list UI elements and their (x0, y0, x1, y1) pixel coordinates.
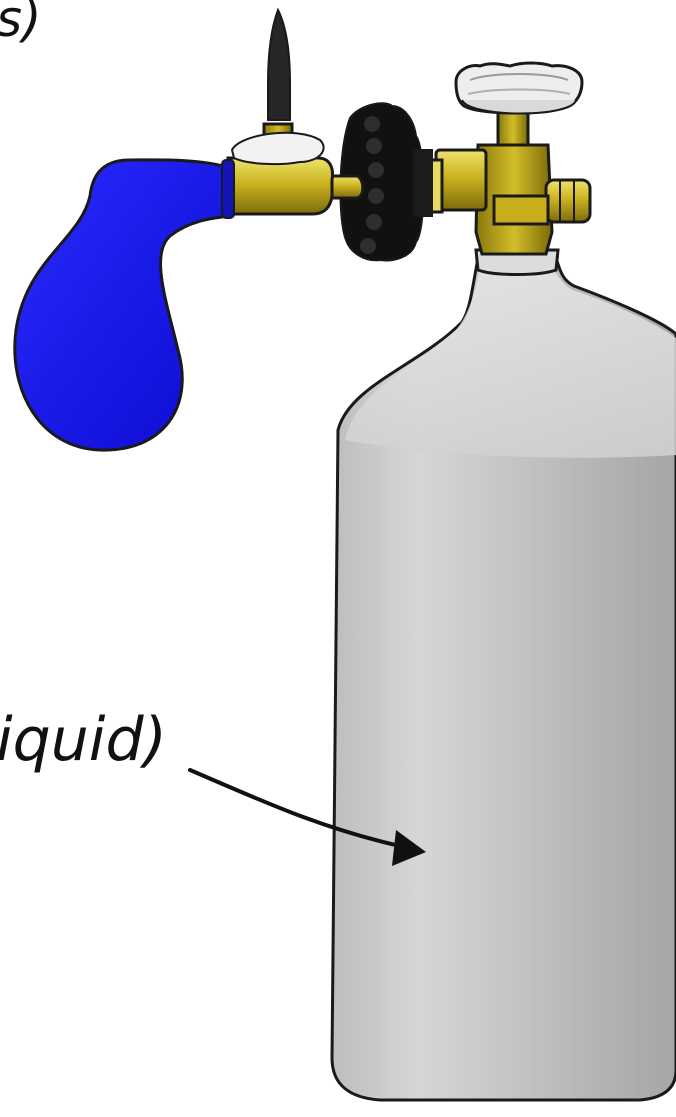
valve-outlet (546, 180, 590, 222)
liquid-label-fragment: iquid) (0, 705, 167, 775)
valve-block (494, 196, 548, 224)
nozzle-tube (228, 158, 332, 214)
balloon-body (15, 160, 230, 450)
gas-cylinder-icon (332, 250, 676, 1100)
nozzle-icon (228, 10, 363, 214)
nozzle-washer (232, 133, 324, 164)
cylinder-shoulder (345, 268, 676, 458)
balloon-icon (15, 160, 234, 450)
top-label-fragment: s) (0, 0, 42, 48)
valve-icon (424, 112, 590, 254)
balloon-neck-ring (222, 160, 234, 218)
handwheel-icon (456, 63, 582, 114)
nozzle-tip (268, 10, 290, 120)
